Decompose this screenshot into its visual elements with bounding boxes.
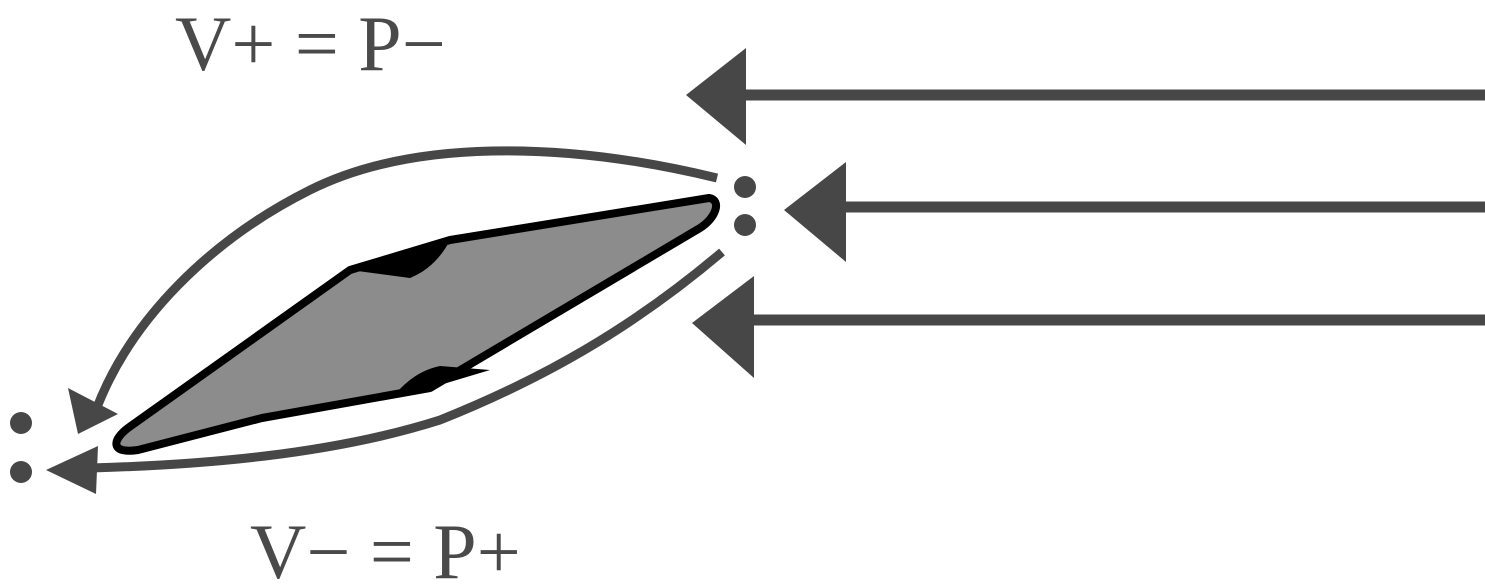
lower-surface-label: V− = P+ [250, 508, 521, 584]
airflow-arrowhead-bottom [692, 276, 754, 378]
airfoil-body [112, 194, 721, 455]
leading-dot-bottom [734, 214, 756, 236]
airfoil-upper-bump [350, 240, 450, 278]
lower-flow-arrowhead [46, 446, 98, 494]
airflow-arrowhead-middle [784, 162, 846, 262]
upper-flow-arrowhead [68, 388, 118, 434]
airflow-arrowhead-top [686, 48, 746, 145]
lower-flow-arrow [46, 248, 725, 494]
leading-dot-top [734, 176, 756, 198]
leading-edge-dots [734, 176, 756, 236]
upper-surface-label: V+ = P− [175, 0, 446, 87]
trailing-dot-top [10, 412, 32, 434]
airfoil-lower-bump [392, 366, 490, 398]
trailing-dot-bottom [10, 461, 32, 483]
airfoil [112, 194, 721, 455]
trailing-edge-dots [10, 412, 32, 483]
upper-flow-curve [91, 146, 719, 412]
incoming-airflow [686, 48, 1485, 378]
lower-flow-curve [89, 248, 725, 473]
upper-flow-arrow [68, 146, 719, 434]
